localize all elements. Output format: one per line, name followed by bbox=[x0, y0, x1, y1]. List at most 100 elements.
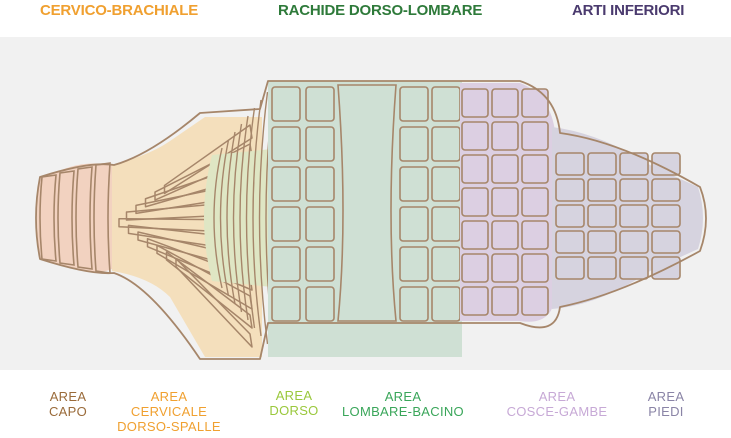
lombare-cell bbox=[305, 286, 335, 322]
cosce-cell bbox=[521, 88, 549, 118]
cervicale-rib bbox=[165, 251, 253, 329]
zone-label-lombare-line1: AREA bbox=[384, 389, 422, 404]
cosce-cell bbox=[521, 187, 549, 217]
piedi-cell bbox=[555, 204, 585, 228]
lombare-cell bbox=[431, 86, 461, 122]
capo-rib bbox=[75, 166, 93, 270]
dorso-arc bbox=[232, 123, 243, 313]
lombare-cell bbox=[271, 206, 301, 242]
cosce-cell bbox=[491, 286, 519, 316]
cosce-cell bbox=[521, 121, 549, 151]
mattress-diagram bbox=[35, 80, 707, 360]
cosce-cell bbox=[491, 154, 519, 184]
zone-label-dorso: AREA DORSO bbox=[256, 388, 332, 418]
lombare-cell bbox=[271, 126, 301, 162]
cosce-cell bbox=[521, 154, 549, 184]
piedi-cell bbox=[587, 178, 617, 202]
cosce-cell bbox=[461, 121, 489, 151]
heading-rachide-dorso-lombare: RACHIDE DORSO-LOMBARE bbox=[278, 2, 483, 19]
lombare-cell bbox=[399, 126, 429, 162]
dorso-arc bbox=[252, 99, 262, 337]
zone-label-capo-line2: CAPO bbox=[48, 404, 88, 419]
cosce-cell bbox=[461, 220, 489, 250]
zone-label-cosce: AREA COSCE-GAMBE bbox=[494, 389, 620, 419]
heading-cervico-brachiale: CERVICO-BRACHIALE bbox=[40, 2, 198, 19]
lombare-cell bbox=[431, 206, 461, 242]
piedi-cell bbox=[651, 204, 681, 228]
cosce-cell bbox=[491, 121, 519, 151]
cervicale-rib bbox=[175, 257, 253, 348]
zone-label-cervicale: AREA CERVICALE DORSO-SPALLE bbox=[110, 389, 228, 434]
zone-label-cervicale-line1: AREA bbox=[150, 389, 188, 404]
lombare-cell bbox=[271, 86, 301, 122]
zone-label-piedi-line1: AREA bbox=[647, 389, 685, 404]
dorso-arc bbox=[245, 107, 256, 329]
cosce-cell bbox=[491, 88, 519, 118]
zone-label-cosce-line1: AREA bbox=[538, 389, 576, 404]
piedi-cell bbox=[587, 152, 617, 176]
piedi-cell bbox=[587, 204, 617, 228]
capo-rib bbox=[39, 174, 57, 262]
lombare-cell bbox=[305, 86, 335, 122]
lombare-cell bbox=[399, 86, 429, 122]
piedi-cell bbox=[619, 256, 649, 280]
mattress-diagram-area bbox=[0, 37, 731, 370]
piedi-cell bbox=[651, 178, 681, 202]
heading-arti-inferiori: ARTI INFERIORI bbox=[572, 2, 685, 19]
cosce-cell bbox=[461, 154, 489, 184]
piedi-cell bbox=[555, 256, 585, 280]
zone-label-lombare: AREA LOMBARE-BACINO bbox=[334, 389, 472, 419]
lombare-cell bbox=[399, 206, 429, 242]
dorso-arc bbox=[226, 131, 236, 305]
zone-label-dorso-line2: DORSO bbox=[269, 403, 319, 418]
piedi-cell bbox=[619, 204, 649, 228]
capo-rib bbox=[57, 170, 75, 266]
cosce-cell bbox=[521, 220, 549, 250]
lombare-center-panel bbox=[337, 84, 397, 322]
dorso-arc bbox=[258, 91, 269, 345]
cosce-cell bbox=[461, 253, 489, 283]
lombare-cell bbox=[305, 246, 335, 282]
zone-label-dorso-line1: AREA bbox=[275, 388, 313, 403]
piedi-cell bbox=[619, 152, 649, 176]
zone-label-cosce-line2: COSCE-GAMBE bbox=[506, 404, 608, 419]
piedi-cell bbox=[587, 256, 617, 280]
piedi-cell bbox=[619, 178, 649, 202]
zone-label-piedi-line2: PIEDI bbox=[648, 404, 684, 419]
cervicale-rib bbox=[163, 124, 253, 195]
lombare-cell bbox=[305, 126, 335, 162]
lombare-cell bbox=[399, 246, 429, 282]
cosce-cell bbox=[491, 253, 519, 283]
dorso-arc bbox=[239, 115, 249, 321]
zone-label-lombare-line2: LOMBARE-BACINO bbox=[342, 404, 464, 419]
zone-label-capo: AREA CAPO bbox=[38, 389, 98, 419]
cosce-cell bbox=[491, 220, 519, 250]
zone-label-cervicale-line2: CERVICALE bbox=[130, 404, 208, 419]
cosce-cell bbox=[461, 88, 489, 118]
lombare-cell bbox=[431, 246, 461, 282]
dorso-arc bbox=[219, 139, 230, 297]
piedi-cell bbox=[555, 152, 585, 176]
lombare-cell bbox=[431, 286, 461, 322]
zone-label-cervicale-line3: DORSO-SPALLE bbox=[117, 419, 221, 434]
cosce-cell bbox=[521, 253, 549, 283]
lombare-cell bbox=[271, 286, 301, 322]
lombare-cell bbox=[305, 166, 335, 202]
mattress-outline bbox=[35, 80, 707, 360]
lombare-cell bbox=[305, 206, 335, 242]
dorso-arc bbox=[213, 147, 223, 289]
lombare-cell bbox=[399, 166, 429, 202]
cosce-cell bbox=[491, 187, 519, 217]
lombare-cell bbox=[399, 286, 429, 322]
lombare-cell bbox=[431, 126, 461, 162]
lombare-cell bbox=[271, 166, 301, 202]
piedi-cell bbox=[587, 230, 617, 254]
zone-label-capo-line1: AREA bbox=[49, 389, 87, 404]
lombare-cell bbox=[271, 246, 301, 282]
piedi-cell bbox=[619, 230, 649, 254]
piedi-cell bbox=[651, 230, 681, 254]
piedi-cell bbox=[555, 178, 585, 202]
lombare-cell bbox=[431, 166, 461, 202]
cosce-cell bbox=[461, 286, 489, 316]
cosce-cell bbox=[521, 286, 549, 316]
